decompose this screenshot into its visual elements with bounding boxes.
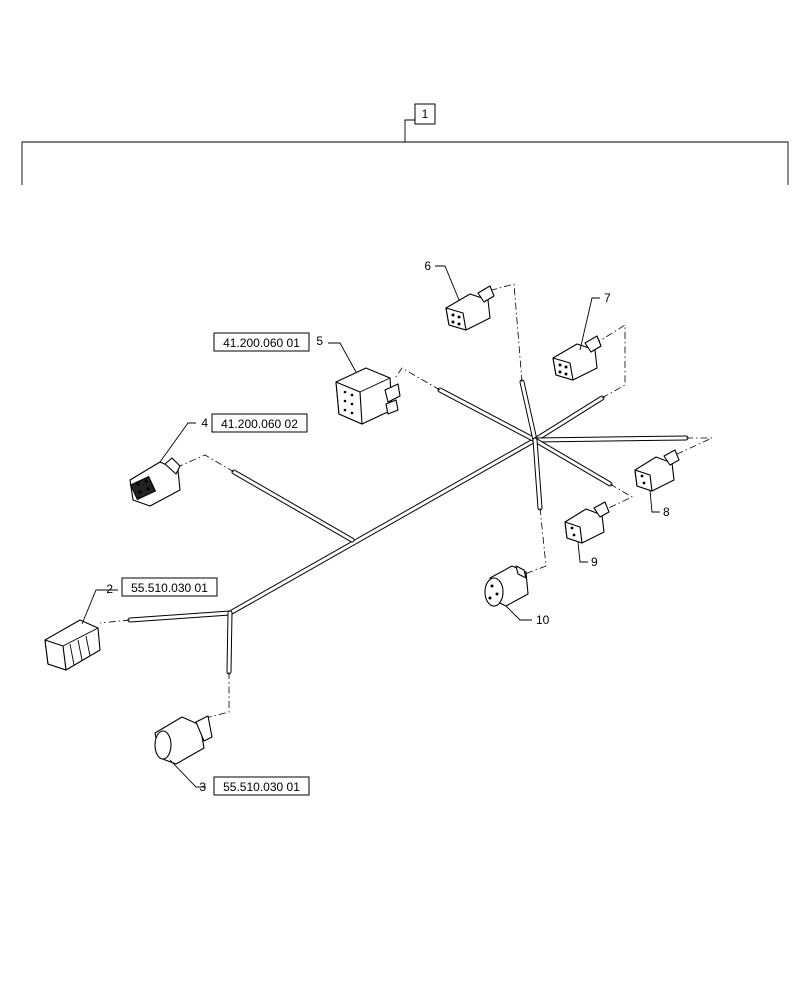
callout-5: 5 41.200.060 01 (213, 332, 357, 373)
callout-9: 9 (577, 541, 598, 569)
connector-6 (445, 285, 495, 331)
connection-lines (99, 283, 713, 719)
callout-4: 4 41.200.060 02 (159, 413, 308, 463)
callout-10-number: 10 (536, 613, 550, 627)
connector-5 (335, 367, 401, 425)
callout-3: 3 55.510.030 01 (169, 759, 310, 796)
callout-2-number: 2 (106, 582, 113, 596)
callout-9-number: 9 (591, 555, 598, 569)
callout-6-number: 6 (424, 259, 431, 273)
callout-6: 6 (424, 259, 460, 301)
connector-3 (154, 715, 213, 765)
callout-7: 7 (579, 291, 611, 351)
connector-8 (634, 449, 680, 492)
callout-7-number: 7 (604, 291, 611, 305)
connector-10 (484, 565, 529, 607)
assembly-item-number: 1 (422, 107, 429, 121)
callout-2-ref: 55.510.030 01 (131, 581, 208, 595)
callout-3-ref: 55.510.030 01 (223, 780, 300, 794)
callout-4-number: 4 (201, 416, 208, 430)
callout-2: 2 55.510.030 01 (81, 577, 218, 625)
connector-9 (564, 501, 610, 544)
assembly-bracket: 1 (21, 103, 789, 185)
callout-4-ref: 41.200.060 02 (221, 417, 298, 431)
callout-5-number: 5 (316, 334, 323, 348)
callout-5-ref: 41.200.060 01 (223, 336, 300, 350)
connector-7 (552, 335, 602, 381)
connector-2 (44, 619, 101, 671)
callout-8-number: 8 (663, 505, 670, 519)
harness-wires (127, 379, 689, 675)
connector-4 (129, 457, 181, 507)
callout-8: 8 (649, 489, 670, 519)
callout-3-number: 3 (199, 780, 206, 794)
callout-10: 10 (505, 605, 550, 627)
